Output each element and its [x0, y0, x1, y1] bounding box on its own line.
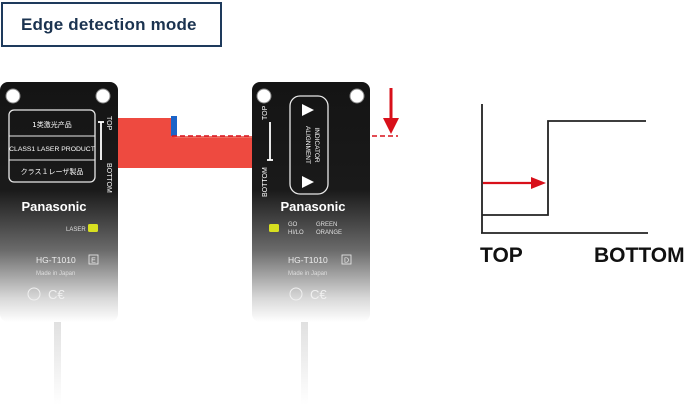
page-title: Edge detection mode	[21, 14, 197, 34]
graph-x-label-bottom: BOTTOM	[594, 244, 685, 267]
receiver-green-label: GREEN	[316, 222, 337, 228]
receiver-cert-mark-icon	[289, 287, 303, 301]
receiver-go-indicator	[269, 224, 279, 232]
laser-beam	[110, 118, 258, 168]
emitter-cert-mark-icon	[27, 287, 41, 301]
emitter-model: HG-T1010	[36, 255, 76, 265]
emitter-mount-hole-left	[5, 88, 21, 104]
emitter-label-panel	[8, 109, 96, 183]
alignment-label-line2: INDICATOR	[313, 127, 320, 162]
emitter-label-jp1: 1类激光产品	[32, 120, 71, 129]
emitter-label-class: CLASS1 LASER PRODUCT	[9, 146, 95, 153]
receiver-orange-label: ORANGE	[316, 230, 342, 236]
receiver-mount-hole-left	[256, 88, 272, 104]
emitter-cable	[54, 322, 61, 405]
emitter-label-jp2: クラス１レーザ製品	[21, 167, 84, 176]
emitter-laser-indicator	[88, 224, 98, 232]
receiver-origin: Made in Japan	[288, 271, 327, 277]
emitter-ce-mark-icon: C€	[48, 287, 65, 302]
emitter-bottom-label: BOTTOM	[105, 163, 112, 193]
alignment-up-arrow-icon	[302, 104, 314, 116]
title-box: Edge detection mode	[1, 2, 222, 47]
receiver-cable	[301, 322, 308, 405]
emitter-mount-hole-right	[95, 88, 111, 104]
receiver-ce-mark-icon: C€	[310, 287, 327, 302]
downward-arrow-icon	[383, 88, 399, 134]
graph-output-line	[482, 120, 646, 216]
alignment-indicator-window	[289, 95, 329, 195]
receiver-bottom-label: BOTTOM	[262, 167, 269, 197]
alignment-label-line1: ALIGNMENT	[304, 126, 311, 164]
receiver-go-label: GO	[288, 222, 298, 228]
receiver-brand: Panasonic	[280, 199, 345, 214]
receiver-mount-hole-right	[349, 88, 365, 104]
output-graph: TOP BOTTOM	[480, 104, 685, 267]
graph-x-label-top: TOP	[480, 244, 523, 267]
alignment-down-arrow-icon	[302, 176, 314, 188]
receiver-top-label: TOP	[262, 105, 269, 120]
emitter-model-badge: E	[91, 258, 96, 265]
graph-red-arrow-icon	[483, 177, 546, 189]
emitter-brand: Panasonic	[21, 199, 86, 214]
edge-marker	[171, 116, 177, 136]
emitter-laser-label: LASER	[66, 227, 86, 233]
emitter-top-label: TOP	[105, 116, 112, 131]
emitter-sensor: 1类激光产品 CLASS1 LASER PRODUCT クラス１レーザ製品 TO…	[0, 82, 118, 405]
receiver-model: HG-T1010	[288, 255, 328, 265]
receiver-sensor: TOP BOTTOM ALIGNMENT INDICATOR Panasonic…	[252, 82, 370, 405]
receiver-model-badge: D	[344, 258, 349, 265]
receiver-hilo-label: HI/LO	[288, 230, 304, 236]
emitter-origin: Made in Japan	[36, 271, 75, 277]
